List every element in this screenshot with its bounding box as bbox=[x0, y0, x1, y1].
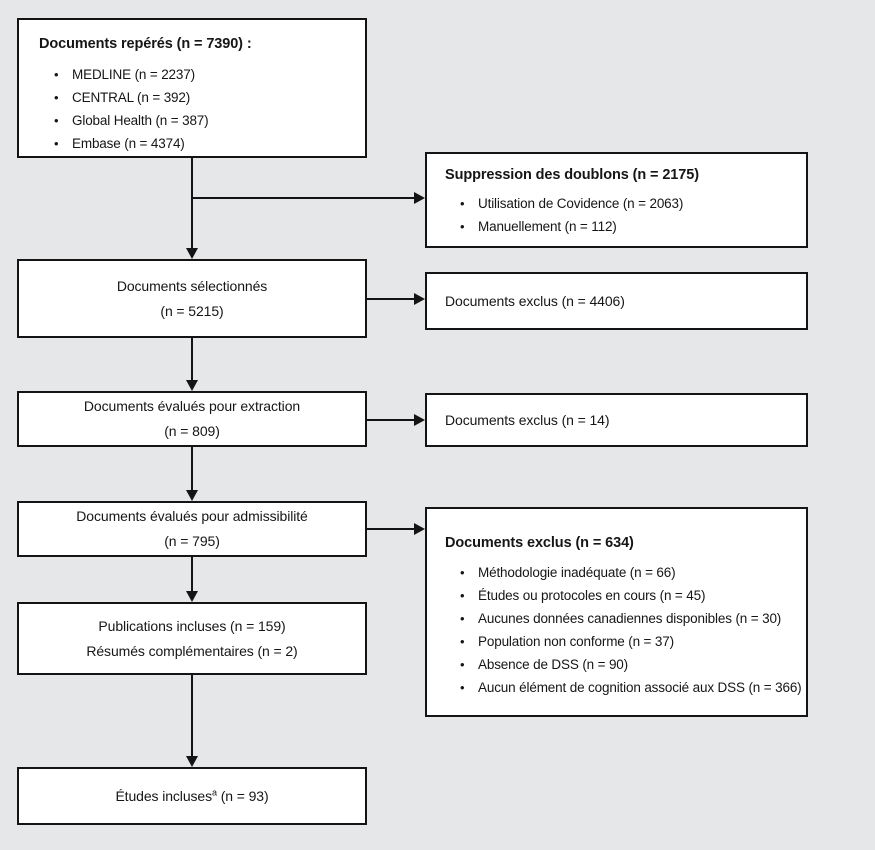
box-excluded-extraction: Documents exclus (n = 14) bbox=[425, 393, 808, 447]
connector-line bbox=[191, 447, 193, 490]
box-assessed-eligibility: Documents évalués pour admissibilité (n … bbox=[17, 501, 367, 557]
box-excluded-eligibility: Documents exclus (n = 634) Méthodologie … bbox=[425, 507, 808, 717]
box-text-line: (n = 795) bbox=[164, 533, 220, 549]
box-text-line: Documents exclus (n = 4406) bbox=[445, 293, 625, 309]
list-item: Aucunes données canadiennes disponibles … bbox=[460, 607, 796, 630]
arrowhead-right-icon bbox=[414, 414, 425, 426]
box-text-line: Documents évalués pour admissibilité bbox=[76, 508, 308, 524]
box-text-line: Études inclusesa (n = 93) bbox=[115, 786, 269, 804]
connector-line bbox=[191, 158, 193, 249]
box-text-line: Publications incluses (n = 159) bbox=[98, 617, 286, 634]
box-text-line: (n = 809) bbox=[164, 423, 220, 439]
list-item: Utilisation de Covidence (n = 2063) bbox=[460, 192, 794, 215]
arrowhead-down-icon bbox=[186, 756, 198, 767]
list-item: Absence de DSS (n = 90) bbox=[460, 653, 796, 676]
list-item: Global Health (n = 387) bbox=[54, 109, 351, 132]
box-text-line: Documents sélectionnés bbox=[116, 277, 268, 294]
list-item: Études ou protocoles en cours (n = 45) bbox=[460, 584, 796, 607]
box-text-line: Documents exclus (n = 14) bbox=[445, 412, 610, 428]
connector-line bbox=[367, 419, 414, 421]
connector-line bbox=[191, 675, 193, 756]
list-item: Méthodologie inadéquate (n = 66) bbox=[460, 561, 796, 584]
box-text-line: (n = 5215) bbox=[160, 302, 224, 319]
box-excluded-selection: Documents exclus (n = 4406) bbox=[425, 272, 808, 330]
connector-line bbox=[191, 557, 193, 591]
arrowhead-right-icon bbox=[414, 192, 425, 204]
list-item: MEDLINE (n = 2237) bbox=[54, 63, 351, 86]
box-studies-included: Études inclusesa (n = 93) bbox=[17, 767, 367, 825]
arrowhead-down-icon bbox=[186, 591, 198, 602]
box-documents-selected: Documents sélectionnés (n = 5215) bbox=[17, 259, 367, 338]
duplicates-list: Utilisation de Covidence (n = 2063) Manu… bbox=[445, 192, 794, 238]
box-title: Documents repérés (n = 7390) : bbox=[39, 36, 252, 52]
box-documents-identified: Documents repérés (n = 7390) : MEDLINE (… bbox=[17, 18, 367, 158]
connector-line bbox=[367, 298, 414, 300]
list-item: CENTRAL (n = 392) bbox=[54, 86, 351, 109]
arrowhead-down-icon bbox=[186, 248, 198, 259]
box-publications-included: Publications incluses (n = 159) Résumés … bbox=[17, 602, 367, 675]
exclusion-reasons-list: Méthodologie inadéquate (n = 66) Études … bbox=[445, 561, 802, 699]
box-text-line: Résumés complémentaires (n = 2) bbox=[86, 642, 298, 659]
box-duplicates-removed: Suppression des doublons (n = 2175) Util… bbox=[425, 152, 808, 248]
list-item: Embase (n = 4374) bbox=[54, 132, 351, 155]
footnote-marker: a bbox=[212, 786, 217, 797]
arrowhead-right-icon bbox=[414, 293, 425, 305]
list-item: Population non conforme (n = 37) bbox=[460, 630, 796, 653]
connector-line bbox=[367, 528, 414, 530]
arrowhead-down-icon bbox=[186, 490, 198, 501]
box-text-line: Documents évalués pour extraction bbox=[83, 398, 301, 414]
connector-line bbox=[191, 338, 193, 380]
connector-line bbox=[192, 197, 414, 199]
arrowhead-down-icon bbox=[186, 380, 198, 391]
list-item: Aucun élément de cognition associé aux D… bbox=[460, 676, 802, 699]
box-assessed-extraction: Documents évalués pour extraction (n = 8… bbox=[17, 391, 367, 447]
box-title: Documents exclus (n = 634) bbox=[445, 535, 634, 551]
arrowhead-right-icon bbox=[414, 523, 425, 535]
source-list: MEDLINE (n = 2237) CENTRAL (n = 392) Glo… bbox=[39, 63, 351, 155]
box-title: Suppression des doublons (n = 2175) bbox=[445, 167, 699, 183]
list-item: Manuellement (n = 112) bbox=[460, 215, 794, 238]
